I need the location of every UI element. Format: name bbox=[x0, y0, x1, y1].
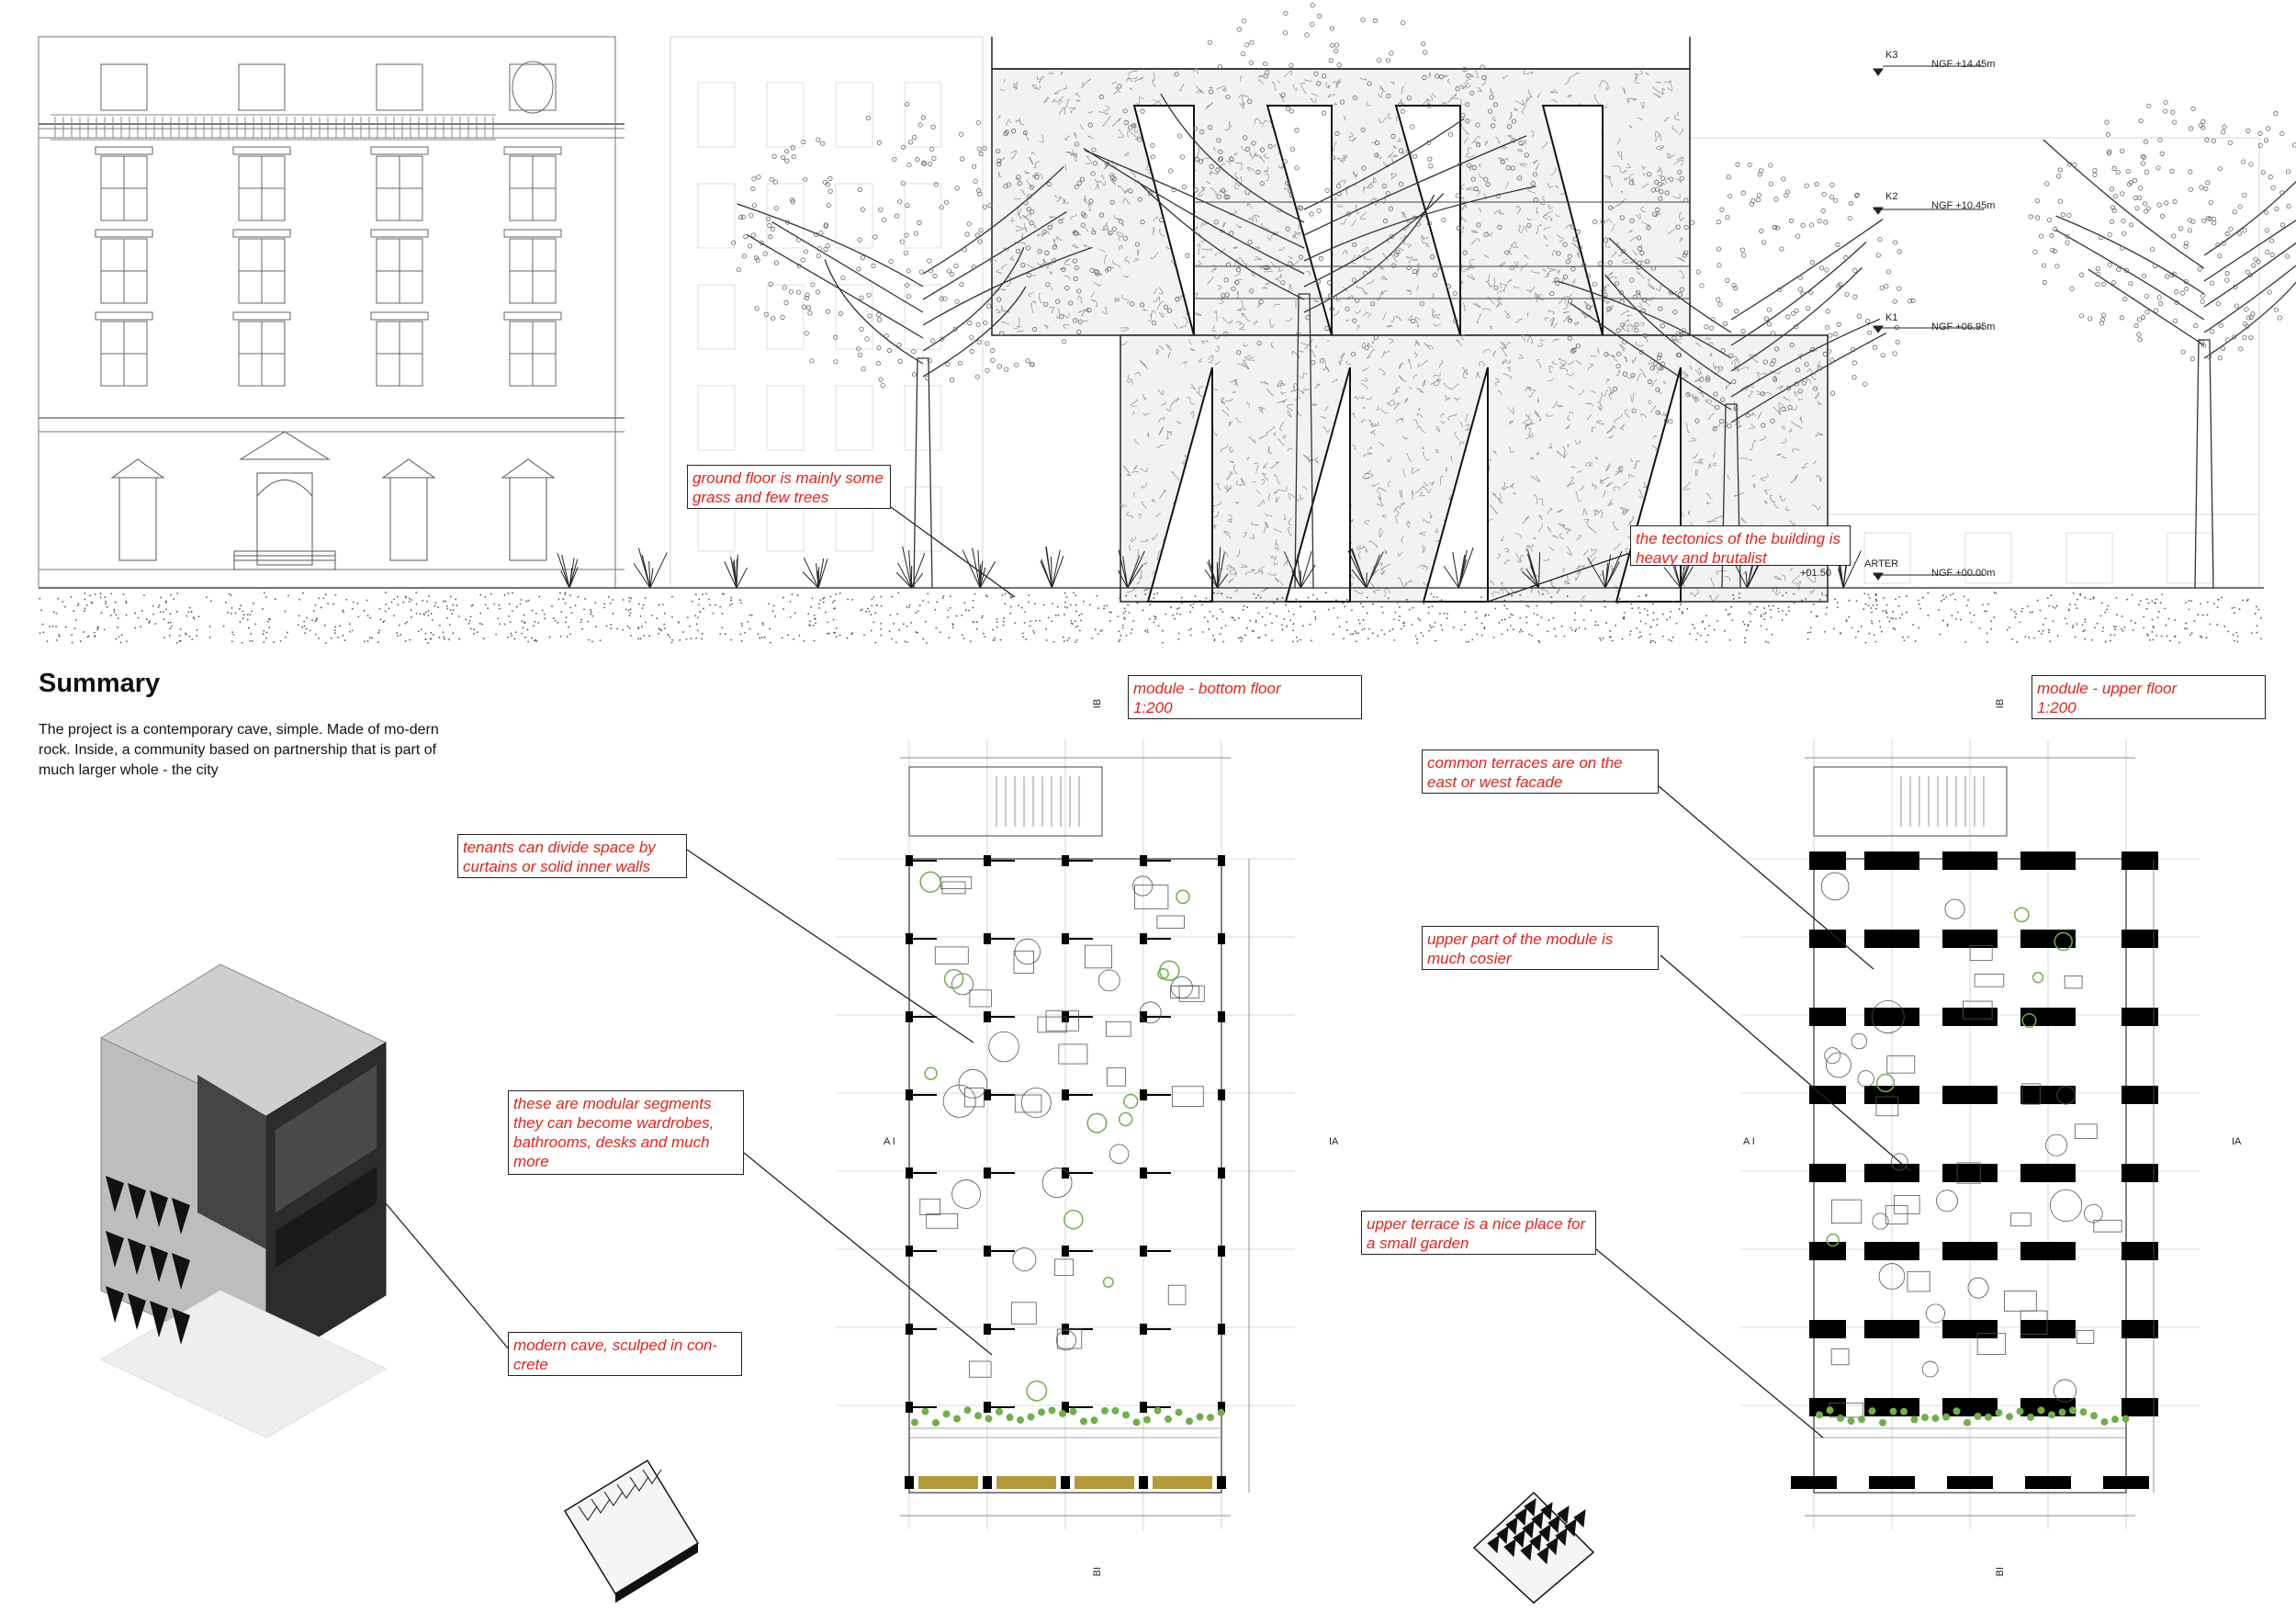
annotation-module-upper: module - upper floor 1:200 bbox=[2032, 675, 2266, 719]
plan-bottom-floor bbox=[836, 739, 1295, 1529]
classical-doors bbox=[110, 431, 556, 570]
isometric-saw-teeth bbox=[106, 1176, 190, 1345]
level-k3-value: NGF +14.45m bbox=[1931, 59, 1996, 70]
annotation-modular: these are modular segments they can beco… bbox=[508, 1090, 744, 1175]
level-markers bbox=[1873, 65, 1984, 581]
plan-left-bi: BI bbox=[1092, 1566, 1104, 1577]
small-iso-teeth bbox=[578, 1469, 1586, 1565]
balustrade bbox=[54, 117, 494, 138]
summary-title: Summary bbox=[39, 669, 161, 698]
annotation-tenants: tenants can divide space by curtains or … bbox=[457, 834, 687, 878]
annotation-ground-floor: ground floor is mainly some grass and fe… bbox=[687, 465, 891, 509]
summary-body: The project is a contemporary cave, simp… bbox=[39, 722, 439, 778]
plan-right-ib: IB bbox=[1995, 698, 2007, 709]
annotation-upper-terrace: upper terrace is a nice place for a smal… bbox=[1361, 1211, 1596, 1255]
ground-dots bbox=[39, 592, 2262, 644]
level-k2-name: K2 bbox=[1885, 191, 1898, 202]
plan-left-ib: IB bbox=[1092, 698, 1104, 709]
annotation-module-bottom: module - bottom floor 1:200 bbox=[1128, 675, 1362, 719]
plan-right-ia: IA bbox=[2232, 1136, 2242, 1147]
tree-foliage bbox=[730, 3, 2296, 432]
level-k3-name: K3 bbox=[1885, 50, 1898, 61]
plan-left-ia: IA bbox=[1329, 1136, 1339, 1147]
level-ground-value: NGF +00.00m bbox=[1931, 568, 1996, 579]
plan-upper-floor bbox=[1740, 739, 2200, 1529]
plan-right-ai: A I bbox=[1743, 1136, 1755, 1147]
plan-right-bi: BI bbox=[1995, 1566, 2007, 1577]
small-iso-modules bbox=[563, 1459, 1595, 1605]
level-misc: +01.50 bbox=[1800, 568, 1831, 579]
annotation-upper-cosier: upper part of the module is much cosier bbox=[1422, 926, 1659, 970]
isometric-concrete-block bbox=[99, 964, 388, 1438]
level-k2-value: NGF +10.45m bbox=[1931, 200, 1996, 211]
classical-windows bbox=[95, 61, 562, 387]
level-k1-value: NGF +06.95m bbox=[1931, 321, 1996, 333]
trees bbox=[737, 93, 2296, 589]
leader-lines bbox=[385, 506, 1911, 1438]
level-ground-name: ARTER bbox=[1864, 558, 1899, 570]
level-k1-name: K1 bbox=[1885, 312, 1898, 323]
annotation-tectonics: the tectonics of the building is heavy a… bbox=[1630, 525, 1851, 567]
plan-left-ai: A I bbox=[884, 1136, 895, 1147]
annotation-cave: modern cave, sculped in con-crete bbox=[508, 1332, 742, 1376]
annotation-common-terraces: common terraces are on the east or west … bbox=[1422, 750, 1659, 794]
